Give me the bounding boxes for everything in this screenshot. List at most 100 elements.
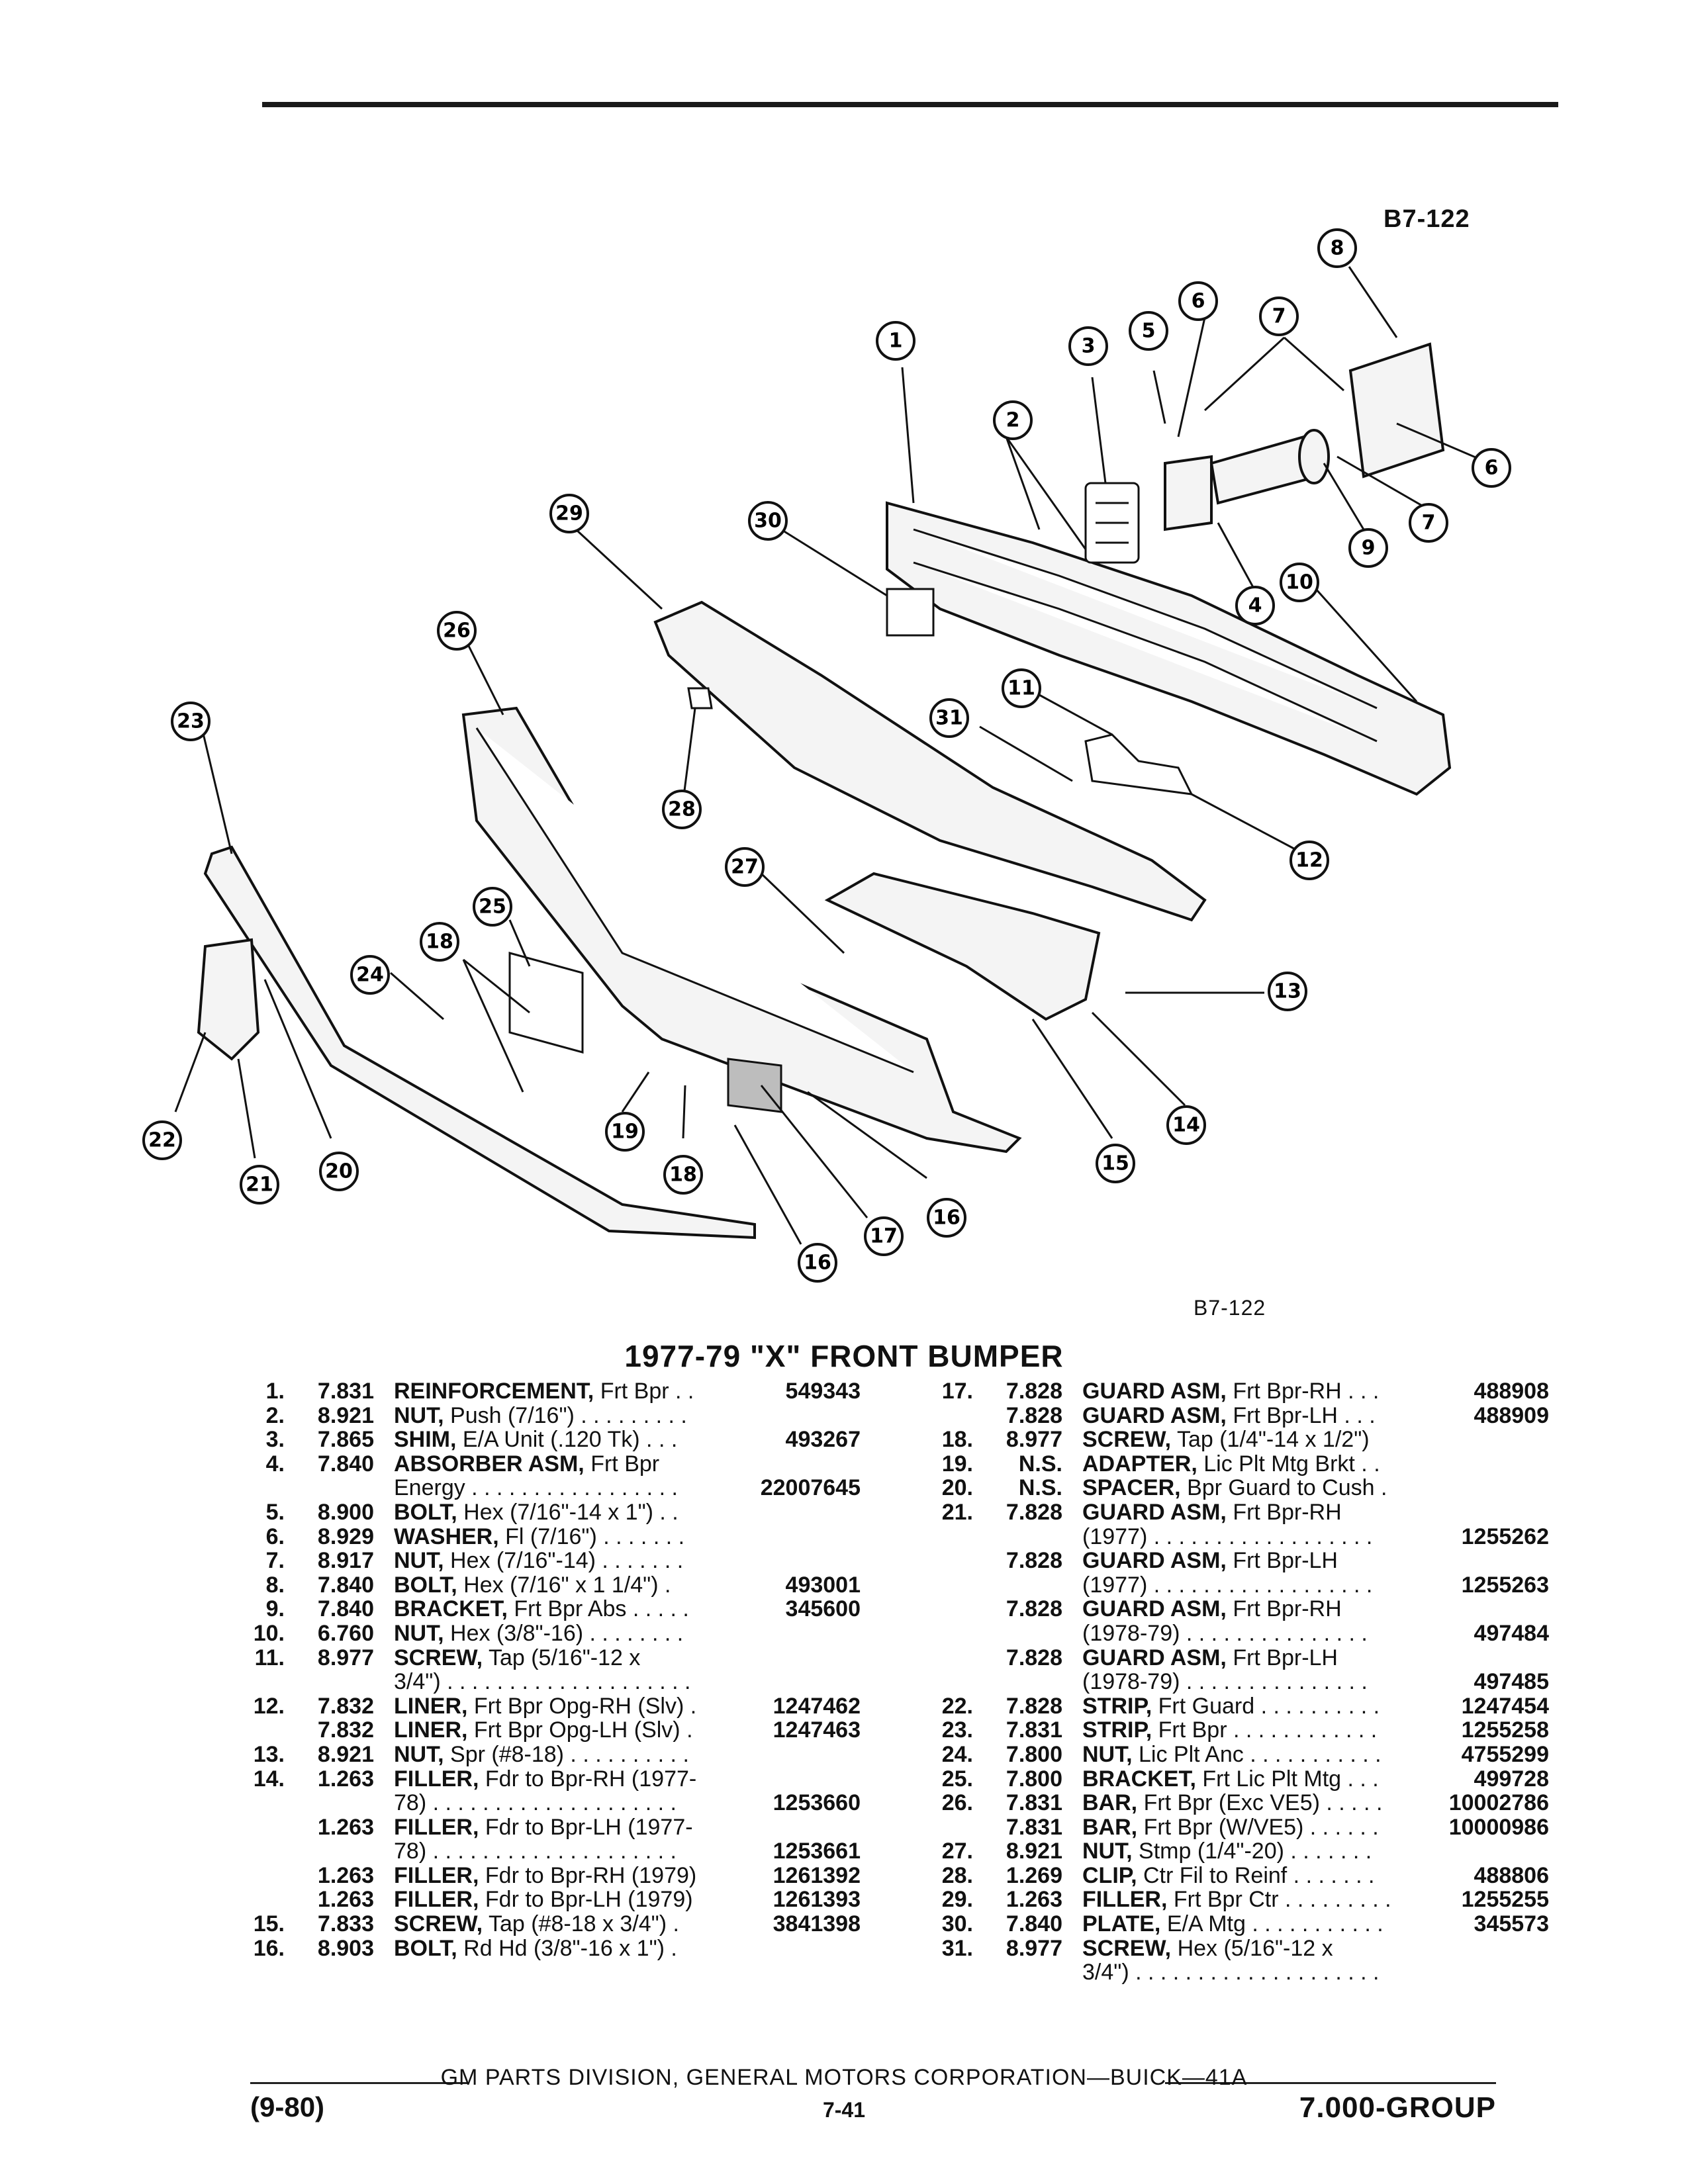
part-detail: Hex (3/8"-16) . . . . . . . . (450, 1620, 684, 1646)
part-description: GUARD ASM, Frt Bpr-RH (1082, 1597, 1342, 1621)
svg-text:14: 14 (1172, 1114, 1200, 1137)
part-detail: Fdr to Bpr-LH (1979) (485, 1887, 693, 1913)
group-number: 7.832 (317, 1693, 374, 1719)
footer-group: 7.000-GROUP (1299, 2091, 1496, 2124)
part-detail: Frt Bpr Abs . . . . . (514, 1596, 689, 1622)
callout-3: 3 (1068, 326, 1108, 366)
svg-text:1: 1 (889, 330, 903, 353)
part-detail: Frt Lic Plt Mtg . . . (1202, 1766, 1379, 1792)
part-description: 3/4") . . . . . . . . . . . . . . . . . … (394, 1670, 691, 1694)
group-number: 7.840 (317, 1451, 374, 1477)
group-number: 7.840 (317, 1572, 374, 1598)
part-name: BRACKET, (1082, 1766, 1196, 1792)
item-number: 27. (941, 1839, 973, 1864)
part-description: BRACKET, Frt Lic Plt Mtg . . . (1082, 1767, 1379, 1791)
part-description: (1978-79) . . . . . . . . . . . . . . . (1082, 1670, 1368, 1694)
callout-2: 2 (993, 400, 1033, 440)
part-description: PLATE, E/A Mtg . . . . . . . . . . . (1082, 1912, 1383, 1936)
part-number: 345573 (1474, 1911, 1549, 1937)
part-detail: Frt Bpr (590, 1451, 660, 1477)
part-description: LINER, Frt Bpr Opg-LH (Slv) . (394, 1718, 693, 1742)
group-number: 8.903 (317, 1935, 374, 1961)
part-detail: Frt Bpr-RH (1233, 1499, 1342, 1525)
svg-text:16: 16 (804, 1251, 831, 1275)
part-number: 10000986 (1448, 1814, 1549, 1840)
item-number: 24. (941, 1741, 973, 1767)
group-number: 7.800 (1006, 1741, 1062, 1767)
item-number: 21. (941, 1499, 973, 1525)
part-name: SHIM, (394, 1427, 457, 1453)
part-detail: Energy . . . . . . . . . . . . . . . . . (394, 1475, 678, 1501)
part-detail: Frt Guard . . . . . . . . . . (1158, 1693, 1380, 1719)
parts-row: 497485 (1978-79) . . . . . . . . . . . .… (914, 1670, 1549, 1694)
figure-id-top: B7-122 (1383, 205, 1470, 233)
svg-text:9: 9 (1362, 537, 1376, 560)
part-description: NUT, Push (7/16") . . . . . . . . . (394, 1404, 687, 1428)
svg-text:30: 30 (754, 510, 782, 533)
part-description: STRIP, Frt Guard . . . . . . . . . . (1082, 1694, 1380, 1718)
part-description: (1977) . . . . . . . . . . . . . . . . .… (1082, 1573, 1372, 1597)
callout-28: 28 (662, 790, 702, 829)
group-number: 7.828 (1006, 1596, 1062, 1622)
part-detail: Tap (1/4"-14 x 1/2") (1176, 1427, 1370, 1453)
part-name: ADAPTER, (1082, 1451, 1197, 1477)
svg-text:6: 6 (1485, 457, 1499, 480)
item-number: 8. (265, 1572, 285, 1598)
part-name: GUARD ASM, (1082, 1402, 1227, 1428)
part-description: Energy . . . . . . . . . . . . . . . . . (394, 1476, 678, 1500)
svg-text:31: 31 (935, 707, 963, 730)
svg-text:19: 19 (611, 1120, 639, 1144)
parts-row: 7.828 GUARD ASM, Frt Bpr-RH (914, 1597, 1549, 1621)
item-number: 14. (253, 1766, 285, 1792)
part-number: 493001 (785, 1572, 861, 1598)
part-name: GUARD ASM, (1082, 1379, 1227, 1404)
part-number: 10002786 (1448, 1790, 1549, 1816)
part-name: FILLER, (394, 1766, 479, 1792)
part-number: 1247454 (1461, 1693, 1549, 1719)
part-detail: Stmp (1/4"-20) . . . . . . . (1139, 1839, 1372, 1864)
part-description: FILLER, Fdr to Bpr-RH (1979) (394, 1864, 696, 1888)
group-number: 7.831 (1006, 1814, 1062, 1840)
parts-row: 497484 (1978-79) . . . . . . . . . . . .… (914, 1621, 1549, 1646)
part-description: GUARD ASM, Frt Bpr-RH . . . (1082, 1379, 1379, 1403)
item-number: 7. (265, 1548, 285, 1574)
svg-text:24: 24 (356, 964, 384, 987)
callout-8: 8 (1317, 228, 1357, 268)
group-number: 7.840 (317, 1596, 374, 1622)
group-number: 8.977 (317, 1645, 374, 1670)
item-number: 17. (941, 1379, 973, 1404)
part-description: FILLER, Frt Bpr Ctr . . . . . . . . . (1082, 1888, 1391, 1911)
guard-assembly-part (727, 1058, 782, 1113)
item-number: 9. (265, 1596, 285, 1622)
svg-text:11: 11 (1008, 677, 1035, 700)
part-detail: (1978-79) . . . . . . . . . . . . . . . (1082, 1669, 1368, 1695)
part-description: BOLT, Hex (7/16" x 1 1/4") . (394, 1573, 671, 1597)
part-detail: Hex (7/16" x 1 1/4") . (463, 1572, 671, 1598)
part-description: (1977) . . . . . . . . . . . . . . . . .… (1082, 1525, 1372, 1549)
part-description: (1978-79) . . . . . . . . . . . . . . . (1082, 1621, 1368, 1645)
part-description: BOLT, Hex (7/16"-14 x 1") . . (394, 1500, 679, 1524)
part-detail: Hex (7/16"-14 x 1") . . (463, 1499, 679, 1525)
item-number: 15. (253, 1911, 285, 1937)
part-name: STRIP, (1082, 1693, 1152, 1719)
part-detail: Frt Bpr (Exc VE5) . . . . . (1143, 1790, 1383, 1816)
group-number: 8.921 (1006, 1839, 1062, 1864)
callout-30: 30 (748, 501, 788, 541)
part-name: BRACKET, (394, 1596, 508, 1622)
part-detail: Tap (#8-18 x 3/4") . (488, 1911, 679, 1937)
part-number: 22007645 (760, 1475, 861, 1501)
